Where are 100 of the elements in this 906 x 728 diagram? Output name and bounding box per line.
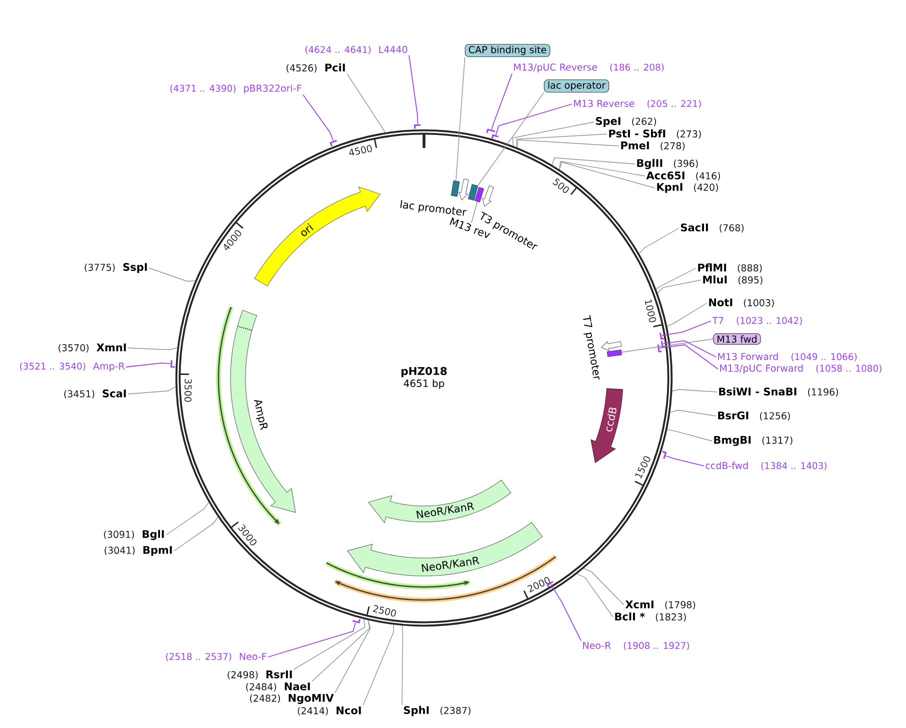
primer-label: ccdB-fwd (1384 .. 1403): [706, 462, 826, 470]
leader-line: [550, 584, 582, 642]
primer-label: (4624 .. 4641) L4440: [305, 46, 408, 54]
site-label: SacII (768): [680, 223, 744, 233]
leader-line: [559, 162, 656, 188]
leader-line: [362, 624, 394, 706]
site-label: (3775) SspI: [84, 263, 147, 273]
leader-line: [656, 268, 696, 290]
site-label: Acc65I (416): [646, 171, 720, 181]
site-label: SpeI (262): [596, 117, 656, 127]
site-label: (2482) NgoMIV: [250, 694, 334, 704]
leader-line: [148, 268, 196, 282]
site-label: BmgBI (1317): [714, 436, 792, 446]
leader-line: [128, 386, 176, 394]
site-label: PmeI (278): [621, 142, 685, 150]
primer-mark: [170, 360, 175, 368]
leader-line: [638, 228, 680, 254]
leader-line: [312, 620, 370, 682]
site-label: (3091) BglI: [104, 530, 164, 540]
leader-line: [552, 157, 636, 166]
leader-line: [583, 568, 624, 606]
site-label: BclI * (1823): [615, 612, 686, 622]
feature-band: AmpR: [230, 310, 296, 513]
feature-band: NeoR/KanR: [368, 480, 512, 524]
site-label: (2484) NaeI: [246, 682, 310, 692]
leader-line: [477, 92, 544, 186]
site-label: PflMI (888): [698, 263, 762, 273]
feature-label: lac promoter: [400, 200, 467, 216]
tick-label: 4500: [349, 145, 372, 156]
primer-mark: [660, 341, 666, 348]
tick-label: 500: [552, 178, 569, 193]
feature-box: [474, 187, 484, 202]
tick-label: 2000: [527, 577, 550, 592]
primer-label: (4371 .. 4390) pBR322ori-F: [170, 84, 302, 94]
leader-line: [174, 516, 218, 552]
leader-line: [126, 362, 171, 368]
primer-mark: [486, 128, 496, 134]
site-label: MluI (895): [703, 275, 762, 285]
leader-line: [516, 139, 620, 148]
primer-mark: [657, 344, 662, 352]
leader-line: [662, 340, 716, 358]
site-label: (4526) PciI: [286, 63, 345, 73]
primer-label: M13/pUC Forward (1058 .. 1080): [720, 364, 882, 374]
site-label: PstI - SbfI (273): [609, 129, 701, 139]
leader-line: [334, 620, 371, 694]
site-label: (3041) BpmI: [104, 546, 172, 556]
feature-box: [606, 350, 622, 357]
leader-line: [166, 502, 210, 536]
tick-label: 1500: [635, 456, 650, 479]
site-label: BglII (396): [637, 158, 698, 170]
leader-line: [666, 302, 708, 327]
site-label: (3570) XmnI: [58, 344, 126, 352]
primer-mark: [659, 332, 664, 340]
site-label: (2414) NcoI: [298, 706, 361, 716]
feature-band: ccdB: [590, 388, 623, 464]
site-label: BsrGI (1256): [718, 411, 790, 421]
primer-label: T7 (1023 .. 1042): [712, 316, 802, 326]
leader-line: [294, 618, 366, 670]
primer-label: Neo-R (1908 .. 1927): [583, 642, 690, 650]
tick-label: 1000: [644, 299, 656, 322]
primer-mark: [662, 450, 667, 459]
site-label: (2498) RsrII: [228, 670, 292, 680]
site-label: NotI (1003): [709, 298, 774, 308]
leader-line: [512, 122, 594, 146]
leader-line: [670, 410, 716, 416]
leader-line: [346, 73, 386, 133]
primer-label: (2518 .. 2537) Neo-F: [166, 652, 266, 662]
leader-line: [659, 344, 718, 370]
primer-label: M13/pUC Reverse (186 .. 208): [514, 63, 664, 73]
site-label: SphI (2387): [404, 706, 470, 716]
feature-box: [468, 184, 478, 201]
leader-line: [516, 134, 608, 148]
leader-line: [128, 347, 178, 350]
leader-line: [268, 622, 356, 658]
leader-line: [302, 94, 334, 141]
feature-tag: CAP binding site: [464, 44, 550, 58]
leader-line: [496, 104, 572, 136]
leader-line: [657, 280, 702, 294]
site-label: BsiWI - SnaBI (1196): [719, 387, 838, 397]
tick-label: 2500: [372, 605, 396, 617]
primer-mark: [352, 618, 361, 624]
primer-label: (3521 .. 3540) Amp-R: [20, 362, 125, 372]
primer-mark: [330, 140, 337, 146]
feature-tag: lac operator: [544, 79, 610, 93]
leader-line: [621, 338, 714, 353]
tick-label: 3500: [184, 378, 192, 402]
leader-line: [408, 54, 418, 124]
leader-line: [662, 320, 712, 336]
primer-label: M13 Reverse (205 .. 221): [574, 100, 701, 108]
leader-line: [666, 429, 712, 442]
leader-line: [576, 574, 614, 618]
feature-tag: M13 fwd: [713, 333, 761, 345]
site-label: KpnI (420): [657, 183, 718, 193]
leader-line: [672, 389, 718, 392]
primer-mark: [414, 124, 421, 129]
feature-label: T7 promoter: [583, 314, 600, 380]
leader-line: [491, 73, 512, 130]
leader-line: [456, 56, 466, 182]
primer-mark: [491, 134, 499, 139]
leader-line: [559, 160, 646, 176]
